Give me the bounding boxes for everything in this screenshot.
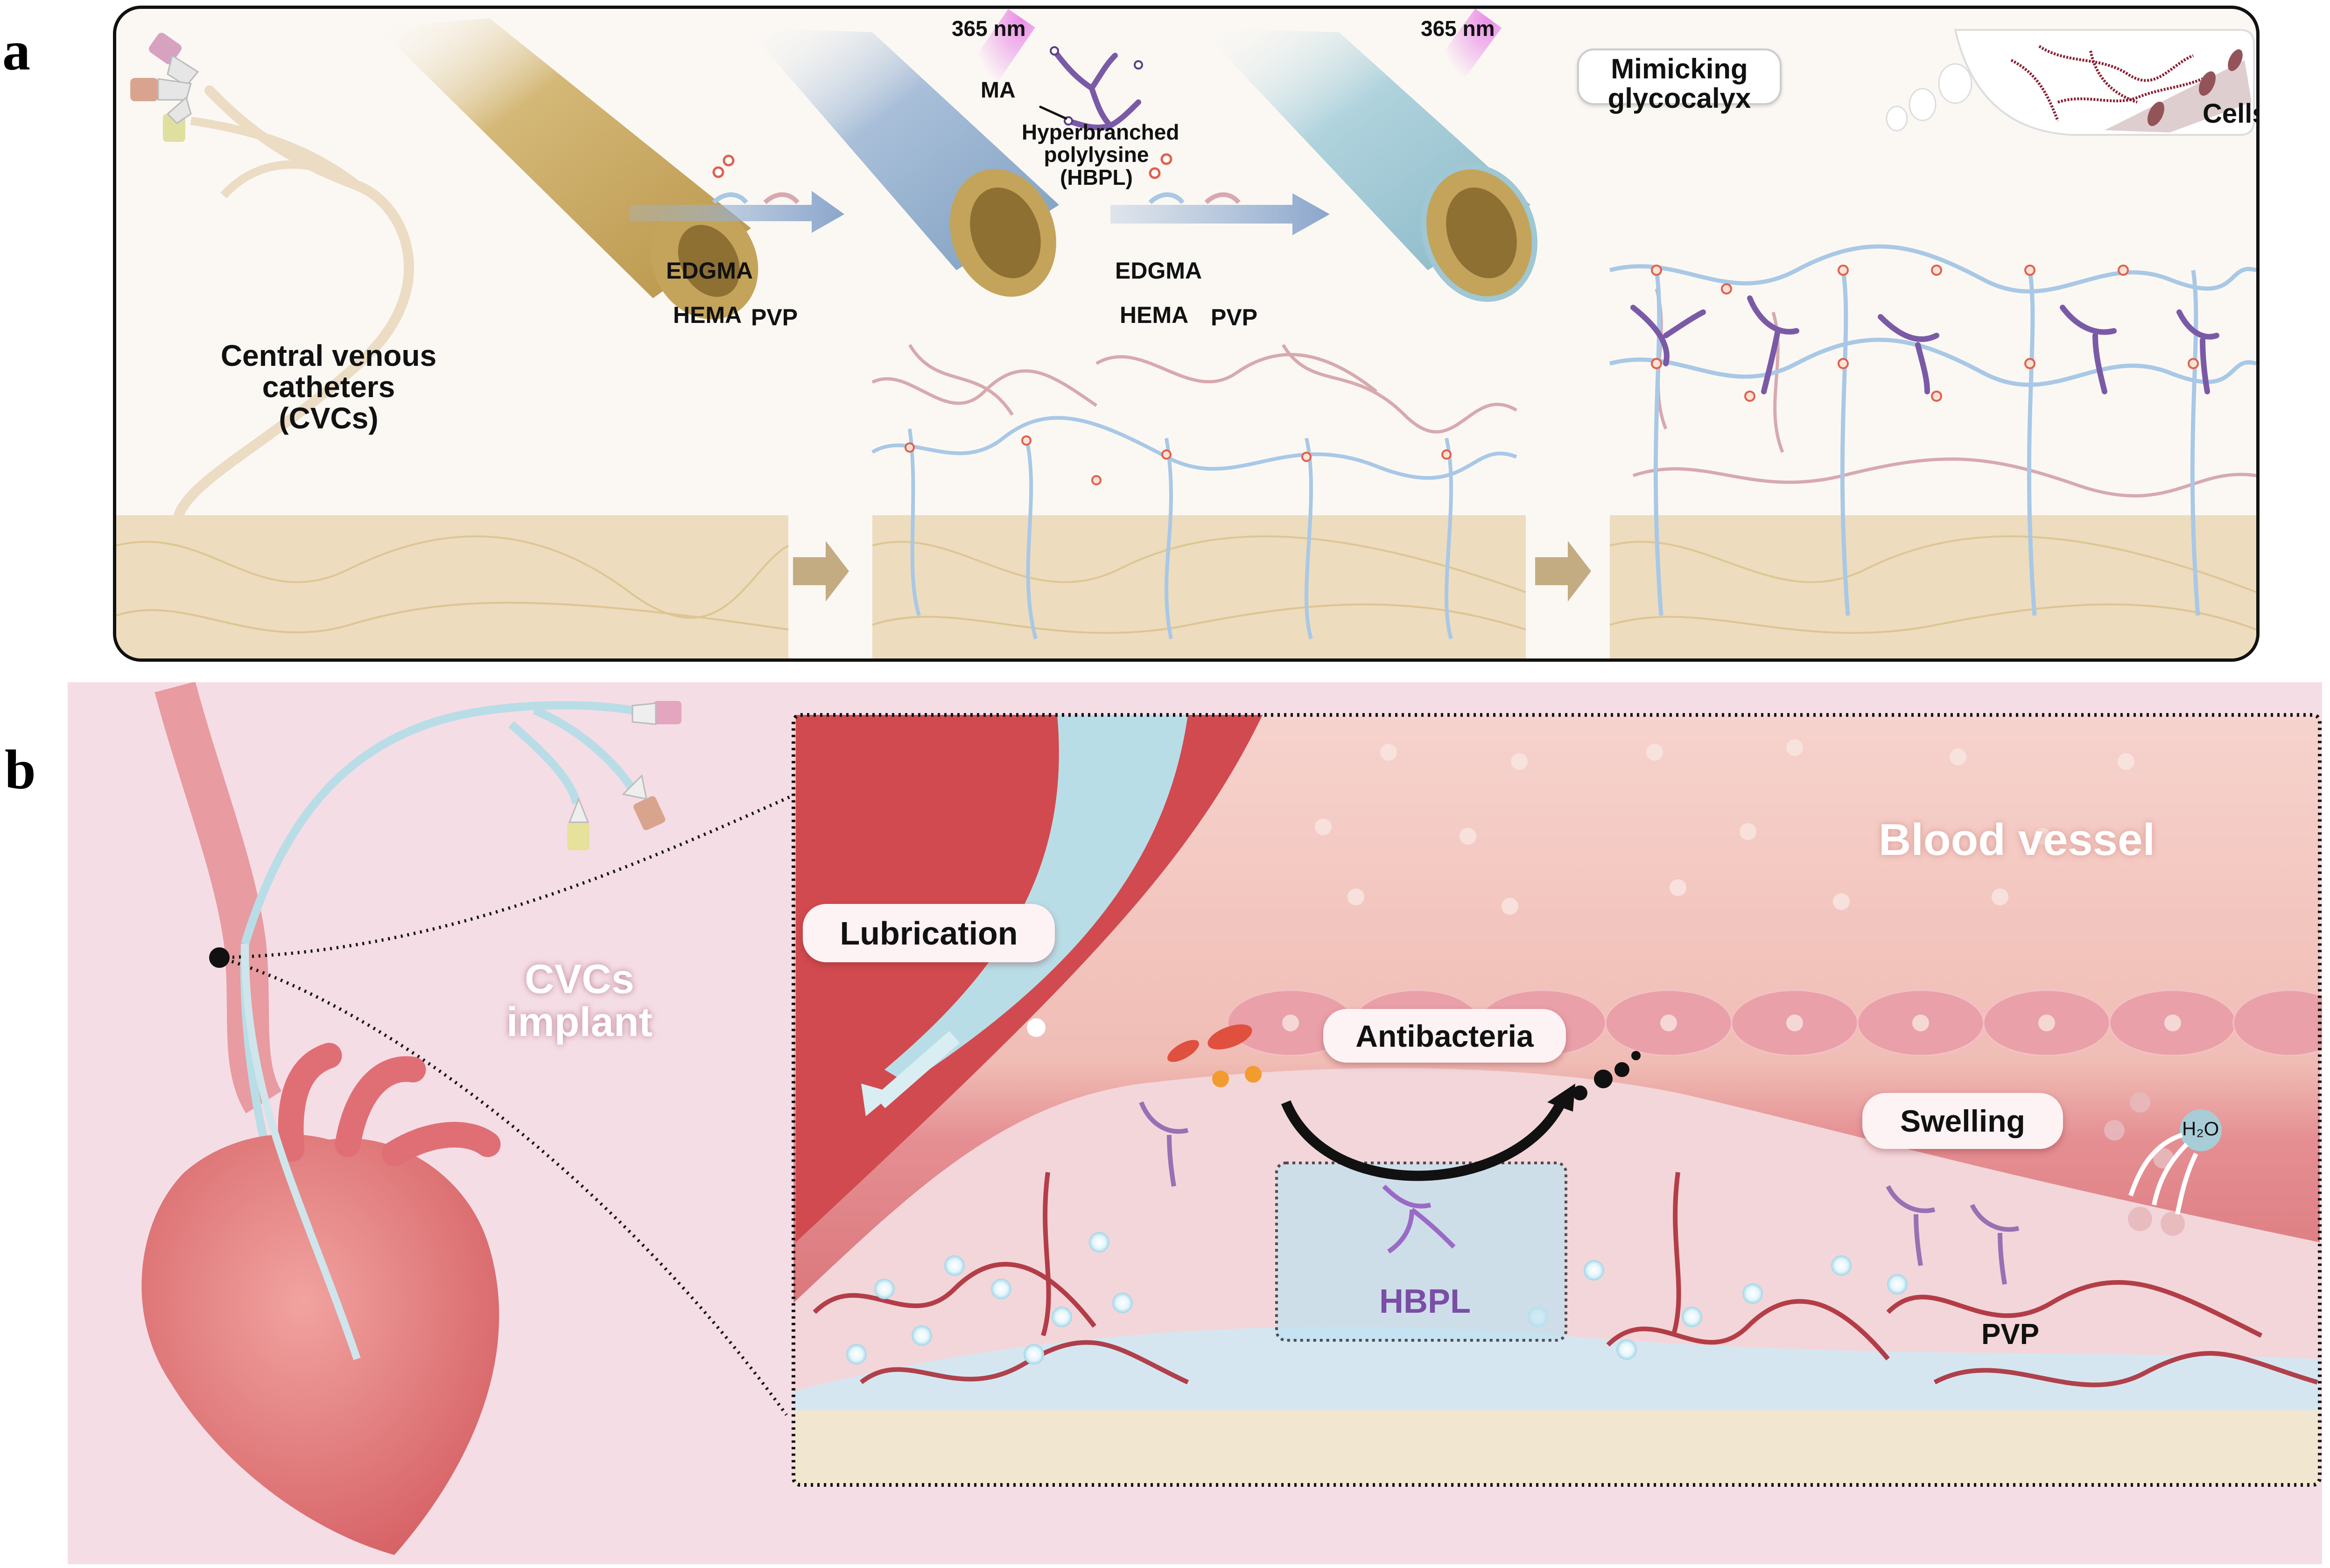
pvp-label-1: PVP	[751, 304, 798, 330]
step-arrow-1	[793, 541, 849, 602]
pvp-label-b: PVP	[1981, 1318, 2040, 1351]
hbpl-molecule-icon-b	[1382, 1184, 1456, 1254]
heart-icon	[141, 943, 501, 1555]
pvp-chain-icon-1	[763, 192, 800, 204]
hbpl-inset-box	[1275, 1162, 1567, 1342]
substrate-fibers	[116, 535, 2256, 634]
pvp-label-2: PVP	[1211, 304, 1258, 330]
panel-b-letter: b	[5, 738, 36, 800]
h2o-molecule-icon	[2180, 1109, 2222, 1151]
hema-chain-icon-2	[1148, 192, 1185, 204]
ma-label: MA	[981, 78, 1016, 103]
edgma-crosslinker-icon-2	[1149, 153, 1172, 179]
hydrogel-coated-tube-icon	[746, 9, 1059, 297]
bacteria-icon	[1167, 1024, 1262, 1087]
uv-365nm-label-1: 365 nm	[952, 16, 1026, 41]
substrate-block-3	[1610, 515, 2256, 658]
hema-chain-icon-1	[712, 192, 748, 204]
panel-b-application-scheme: CVCs implant Blood vessel Lubrication An…	[68, 682, 2322, 1564]
cvc-label-line-1: Central venous	[220, 339, 437, 372]
cvc-label-line-2: catheters	[262, 370, 395, 404]
water-influx-arrows	[2128, 1133, 2198, 1215]
uv-365nm-label-2: 365 nm	[1421, 16, 1495, 41]
glycocalyx-line-2: glycocalyx	[1607, 83, 1751, 114]
zoom-callout-lines	[219, 792, 797, 1416]
hbpl-label: Hyperbranched polylysine (HBPL)	[1022, 120, 1179, 189]
panel-a-artwork	[116, 9, 2256, 658]
lubrication-arrow	[874, 1031, 960, 1108]
hbpl-molecule-icon	[1039, 46, 1143, 131]
hbpl-label-line-3: (HBPL)	[1060, 165, 1133, 189]
edgma-crosslinker-icon-1	[712, 154, 735, 178]
dead-bacteria-icon	[1572, 1051, 1641, 1100]
hema-label-2: HEMA	[1120, 302, 1189, 328]
vessel-cross-section	[793, 715, 2322, 1485]
panel-b-artwork	[141, 682, 2322, 1555]
substrate-block-2	[872, 515, 1526, 658]
substrate-block-1	[116, 515, 788, 658]
step-arrow-2	[1535, 541, 1591, 602]
h2o-label: H₂O	[2182, 1118, 2219, 1140]
swelling-label: Swelling	[1862, 1093, 2063, 1149]
edgma-label-2: EDGMA	[1115, 258, 1202, 284]
hbpl-label-line-1: Hyperbranched	[1022, 120, 1179, 144]
hbpl-label-b: HBPL	[1379, 1283, 1471, 1320]
substrate-tube-icon	[378, 18, 758, 320]
glycocalyx-line-1: Mimicking	[1611, 53, 1748, 84]
thought-bubble-dots	[1886, 63, 1972, 132]
cvc-label-line-3: (CVCs)	[279, 401, 379, 435]
cvcs-implant-label: CVCs implant	[506, 956, 653, 1045]
panel-a-fabrication-scheme: Central venous catheters (CVCs) 365 nm 3…	[113, 6, 2260, 662]
cvcs-implant-line-2: implant	[506, 999, 653, 1045]
process-arrow-2	[1110, 193, 1330, 235]
cvcs-implant-line-1: CVCs	[525, 956, 634, 1002]
process-arrow-1	[630, 191, 844, 233]
blood-vessel-label: Blood vessel	[1879, 815, 2155, 865]
glycocalyx-network	[1609, 244, 2256, 616]
antibacteria-arrow	[1281, 1100, 1566, 1181]
hema-label-1: HEMA	[673, 302, 742, 328]
cvc-label: Central venous catheters (CVCs)	[200, 340, 457, 434]
catheter-line-icon	[240, 701, 657, 1362]
hbpl-modified-tube-icon	[1199, 9, 1537, 302]
hema-pvp-network	[871, 344, 1517, 640]
mimicking-glycocalyx-bubble: Mimicking glycocalyx	[1577, 49, 1782, 113]
antibacteria-label: Antibacteria	[1323, 1009, 1566, 1063]
lubrication-label: Lubrication	[803, 904, 1055, 962]
cells-label: Cells	[2203, 98, 2256, 129]
catheter-hubs-icon	[567, 701, 681, 850]
inset-dotted-border	[792, 713, 2322, 1487]
hbpl-label-line-2: polylysine	[1044, 142, 1149, 167]
pvp-chain-icon-2	[1204, 192, 1241, 204]
panel-a-letter: a	[2, 20, 30, 82]
cells-inset	[1954, 29, 2255, 136]
edgma-label-1: EDGMA	[666, 258, 753, 284]
